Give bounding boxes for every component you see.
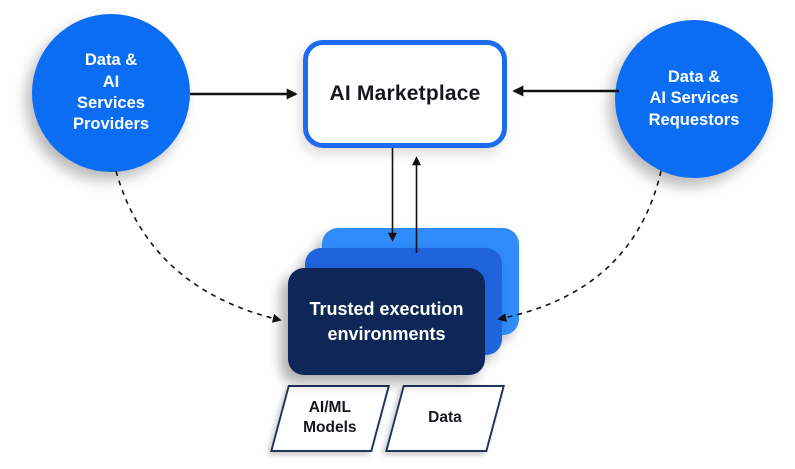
requestors-label-line: Data & xyxy=(667,67,721,86)
models-label: AI/ML Models xyxy=(303,398,356,438)
dashed-arrow-requestors-to-tee xyxy=(497,170,662,322)
providers-label-line: Services xyxy=(77,94,145,112)
requestors-circle: Data & AI Services Requestors xyxy=(615,20,773,178)
marketplace-label: AI Marketplace xyxy=(329,82,481,105)
data-parallelogram: Data xyxy=(385,385,505,452)
requestors-label-line: AI Services xyxy=(649,89,739,108)
models-parallelogram: AI/ML Models xyxy=(270,385,390,452)
tee-label-line: Trusted execution xyxy=(309,299,464,320)
providers-label-line: AI xyxy=(102,72,120,91)
providers-label: Data & AI Services Providers xyxy=(73,50,149,136)
models-label-line: Models xyxy=(303,419,357,437)
models-label-line: AI/ML xyxy=(308,399,352,417)
requestors-label: Data & AI Services Requestors xyxy=(649,67,740,131)
providers-label-line: Data & xyxy=(84,51,138,70)
tee-label-line: environments xyxy=(327,323,446,344)
providers-circle: Data & AI Services Providers xyxy=(32,14,190,172)
marketplace-box: AI Marketplace xyxy=(303,40,507,148)
data-label: Data xyxy=(428,409,462,427)
dashed-arrow-providers-to-tee xyxy=(115,170,282,323)
requestors-label-line: Requestors xyxy=(648,110,740,129)
providers-label-line: Providers xyxy=(72,115,150,134)
tee-box-front: Trusted execution environments xyxy=(288,268,485,375)
